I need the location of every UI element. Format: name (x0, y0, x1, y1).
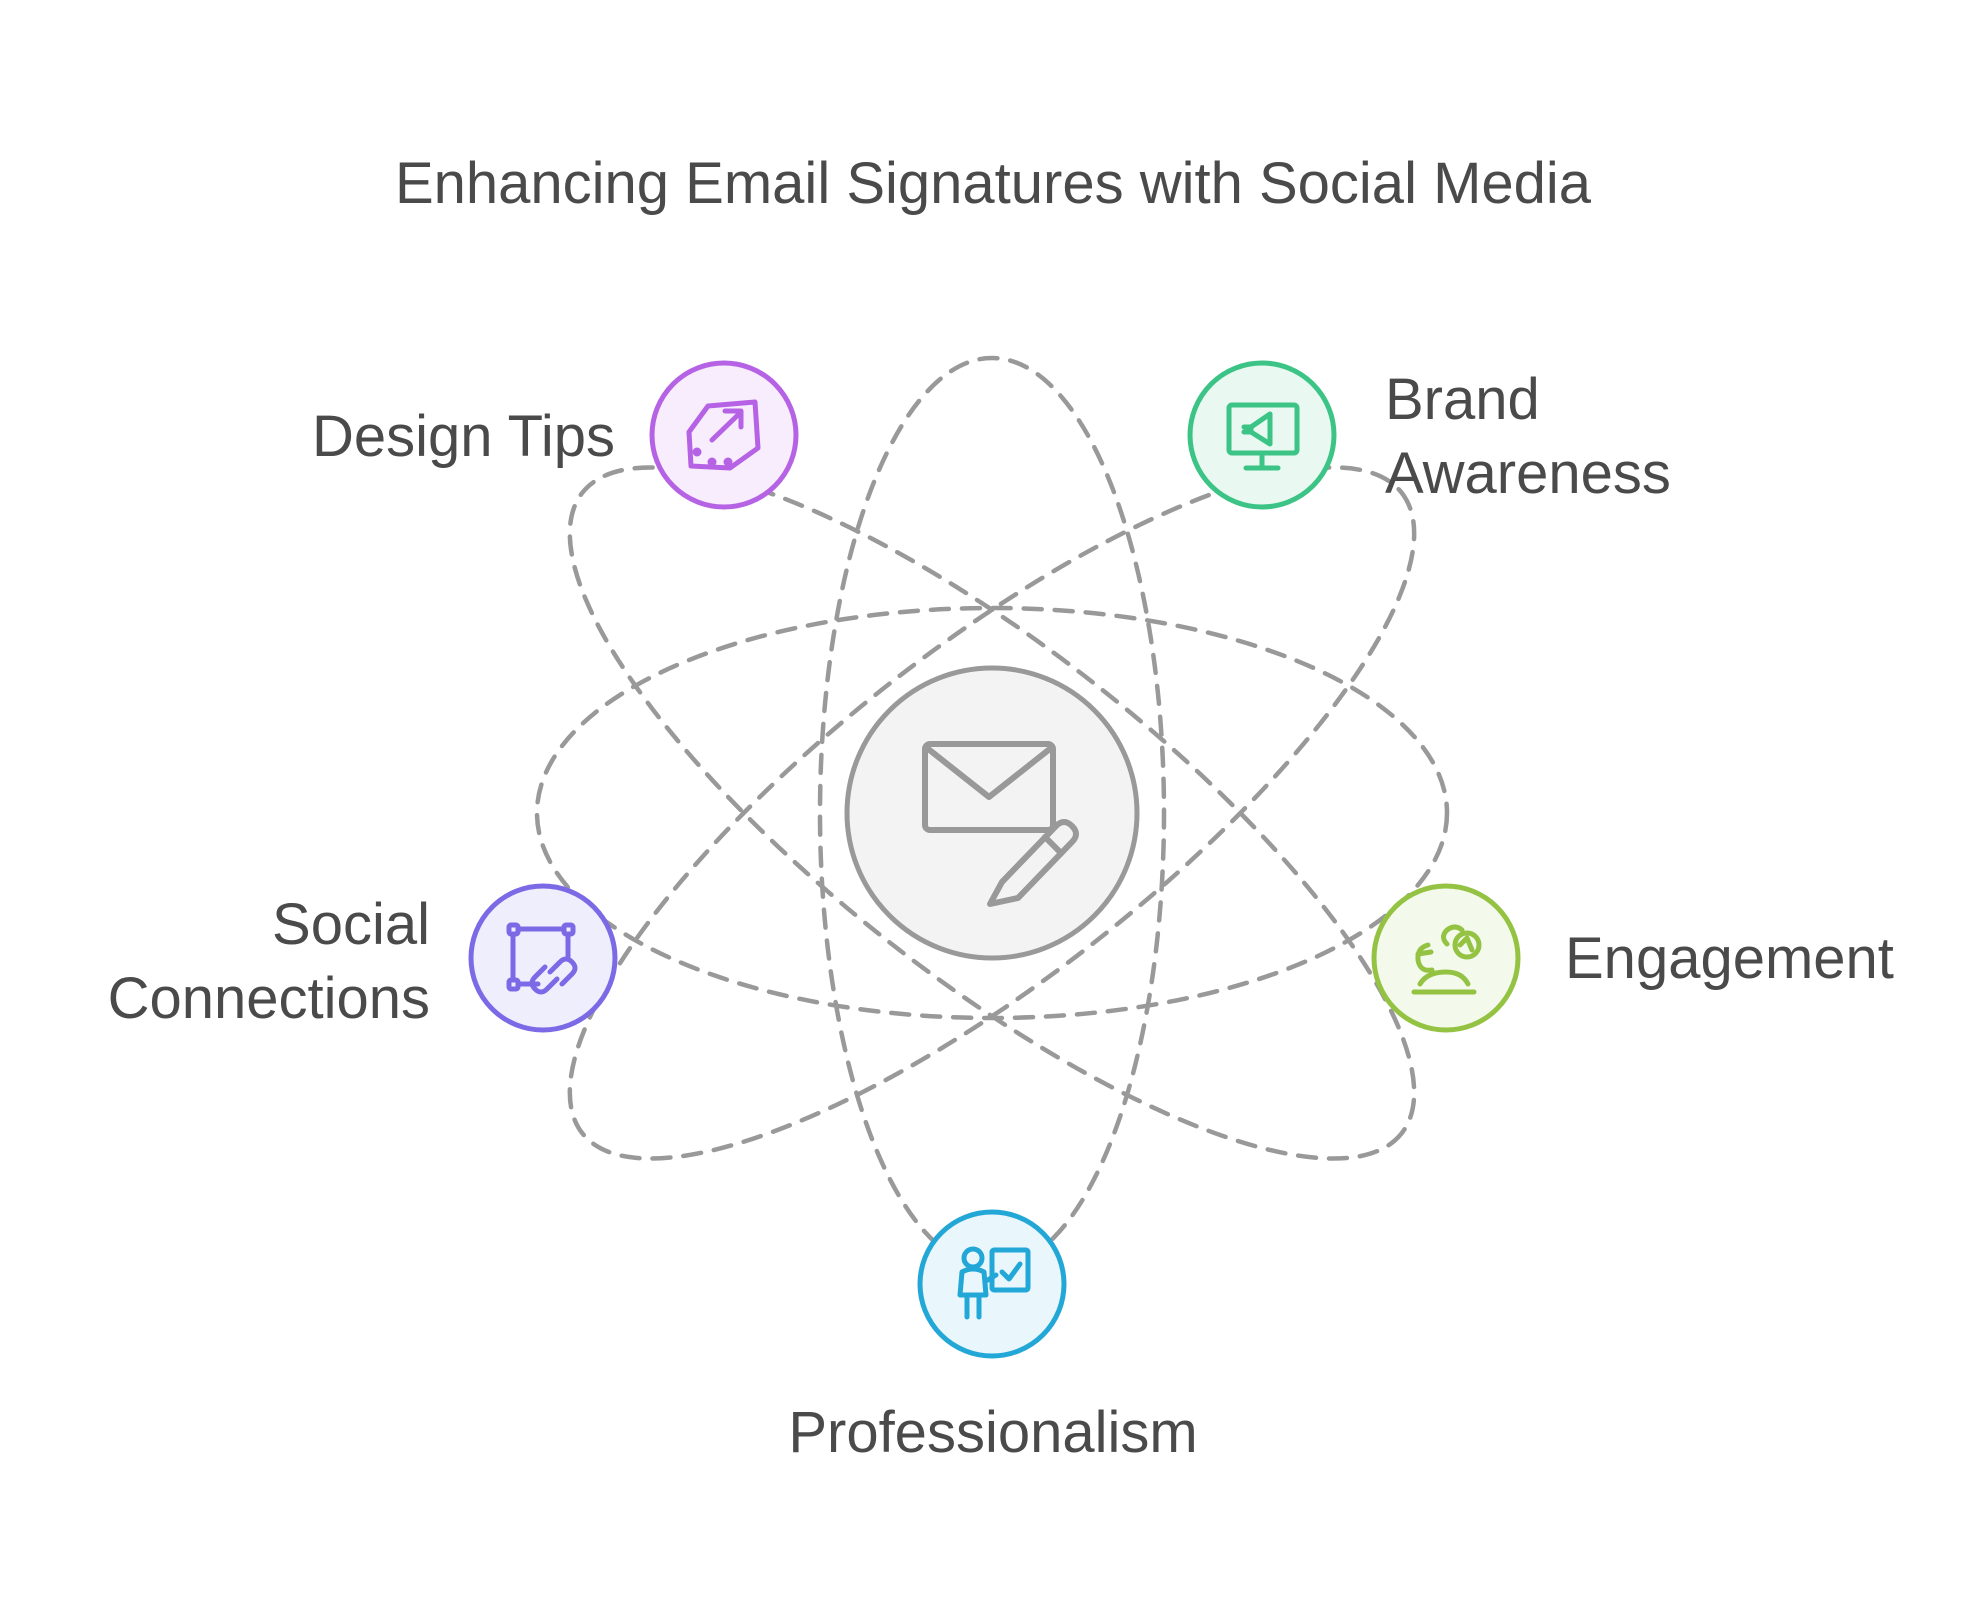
brand-awareness-label-line-1: Brand (1385, 367, 1540, 432)
monitor-megaphone-icon (1226, 402, 1300, 471)
social-connections-node (468, 883, 618, 1033)
center-node (844, 665, 1140, 961)
orbit-diagonal-a (567, 465, 1417, 1161)
brand-awareness-node (1187, 360, 1337, 510)
engagement-label: Engagement (1565, 922, 1945, 996)
brand-awareness-label-line-2: Awareness (1385, 441, 1671, 506)
design-tips-node (649, 360, 799, 510)
diagram-title: Enhancing Email Signatures with Social M… (394, 151, 1592, 216)
professionalism-node (917, 1209, 1067, 1359)
orbit-diagonal-b (567, 465, 1417, 1161)
social-connections-label-line-1: Social (272, 892, 430, 957)
center-circle (844, 665, 1140, 961)
professionalism-label-line-1: Professionalism (788, 1400, 1198, 1465)
professionalism-label: Professionalism (693, 1396, 1293, 1470)
design-tips-label-line-1: Design Tips (311, 404, 615, 469)
people-talking-icon (1411, 924, 1482, 995)
envelope-pencil-icon (922, 741, 1079, 907)
social-connections-label-line-2: Connections (107, 966, 430, 1031)
engagement-label-line-1: Engagement (1565, 926, 1894, 991)
tag-arrow-icon (686, 399, 761, 471)
brand-awareness-label: Brand Awareness (1385, 363, 1845, 511)
engagement-node (1371, 883, 1521, 1033)
social-connections-label: Social Connections (40, 888, 430, 1036)
presenter-board-icon (957, 1246, 1031, 1320)
design-tips-label: Design Tips (240, 400, 615, 474)
linked-square-icon (506, 922, 578, 995)
